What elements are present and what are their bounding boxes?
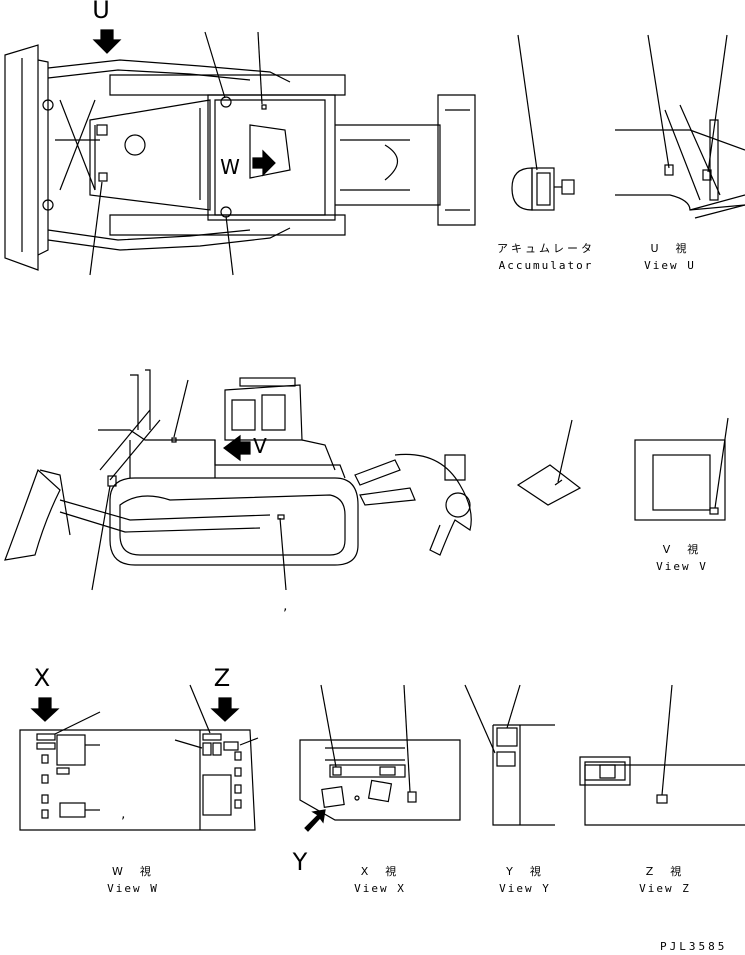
drawing-code: PJL3585 bbox=[660, 940, 728, 953]
push-arm-upper bbox=[47, 59, 291, 83]
accumulator-figure bbox=[511, 34, 575, 211]
engine-hood bbox=[89, 99, 211, 211]
ripper-side bbox=[354, 459, 401, 486]
label-y-mark: Y bbox=[292, 848, 308, 876]
caption-accumulator-jp: アキュムレータ bbox=[497, 242, 595, 255]
arrow-v-icon bbox=[223, 434, 251, 462]
label-x-mark: X bbox=[33, 664, 51, 692]
caption-view-z-en: View Z bbox=[639, 882, 691, 895]
view-v-figure bbox=[634, 417, 729, 521]
view-z-figure bbox=[579, 684, 745, 826]
cab-side bbox=[224, 384, 303, 441]
track-loop bbox=[109, 477, 359, 566]
caption-view-z-jp: Z 視 bbox=[645, 865, 685, 878]
caption-view-x-jp: X 視 bbox=[360, 865, 400, 878]
caption-view-w-en: View W bbox=[107, 882, 159, 895]
floor-plate-figure bbox=[516, 419, 582, 506]
arrow-z-icon bbox=[210, 697, 240, 722]
arrow-w-icon bbox=[252, 149, 276, 177]
cab-roof bbox=[207, 94, 336, 221]
view-u-figure bbox=[615, 34, 745, 219]
caption-view-y-jp: Y 視 bbox=[506, 865, 544, 878]
arrow-x-icon bbox=[30, 697, 60, 722]
view-y-figure bbox=[464, 684, 555, 826]
label-z-mark: Z bbox=[213, 664, 231, 692]
label-w-mark: W bbox=[220, 155, 240, 179]
dozer-top-view bbox=[4, 29, 476, 276]
caption-view-u-jp: U 視 bbox=[650, 242, 690, 255]
track-left bbox=[109, 74, 346, 96]
ripper-frame bbox=[335, 124, 441, 206]
caption-accumulator-en: Accumulator bbox=[498, 259, 594, 272]
caption-view-v-en: View V bbox=[656, 560, 708, 573]
label-u-mark: U bbox=[92, 0, 110, 24]
label-v-mark: V bbox=[253, 434, 267, 458]
view-w-figure bbox=[19, 684, 259, 831]
view-x-figure bbox=[299, 684, 461, 832]
stray-comma-2: , bbox=[120, 808, 129, 821]
stray-comma-1: , bbox=[282, 600, 291, 613]
caption-view-u-en: View U bbox=[644, 259, 696, 272]
push-arm-lower bbox=[47, 227, 291, 251]
caption-view-x-en: View X bbox=[354, 882, 406, 895]
caption-view-w-jp: W 視 bbox=[112, 865, 154, 878]
dozer-side-view bbox=[4, 369, 472, 591]
blade-side bbox=[4, 468, 61, 561]
blade-outline bbox=[4, 44, 39, 271]
arrow-y-icon bbox=[304, 809, 326, 832]
caption-view-y-en: View Y bbox=[499, 882, 551, 895]
engine-hood-side bbox=[98, 429, 346, 479]
arrow-u-icon bbox=[92, 29, 122, 54]
caption-view-v-jp: V 視 bbox=[662, 543, 702, 556]
